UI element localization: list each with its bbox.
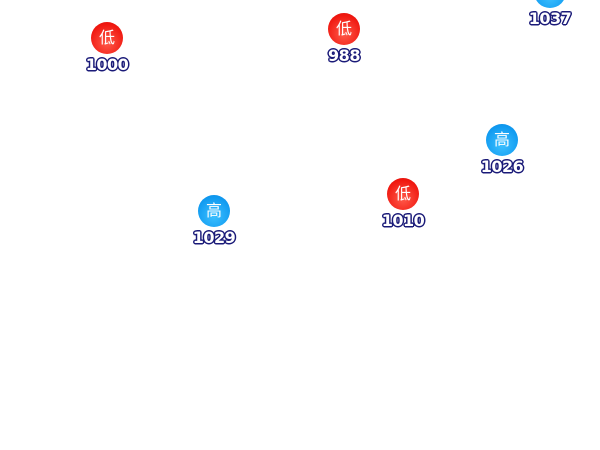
high-pressure-icon: 高 xyxy=(198,195,230,227)
pressure-value: 1026 xyxy=(480,157,524,176)
high-pressure-icon: 高 xyxy=(486,124,518,156)
high-pressure-icon: 高 xyxy=(534,0,566,8)
pressure-value: 1000 xyxy=(85,55,129,74)
low-pressure-icon: 低 xyxy=(91,22,123,54)
low-pressure-marker[interactable]: 低 988 xyxy=(324,13,364,67)
low-pressure-icon: 低 xyxy=(328,13,360,45)
low-pressure-marker[interactable]: 低 1000 xyxy=(86,22,129,76)
high-pressure-marker[interactable]: 高 1037 xyxy=(529,0,572,30)
low-pressure-icon: 低 xyxy=(387,178,419,210)
pressure-value: 1010 xyxy=(381,211,425,230)
high-pressure-marker[interactable]: 高 1026 xyxy=(481,124,524,178)
pressure-value: 1037 xyxy=(528,9,572,28)
low-pressure-marker[interactable]: 低 1010 xyxy=(382,178,425,232)
pressure-value: 988 xyxy=(328,46,360,65)
high-pressure-marker[interactable]: 高 1029 xyxy=(193,195,236,249)
pressure-value: 1029 xyxy=(192,228,236,247)
